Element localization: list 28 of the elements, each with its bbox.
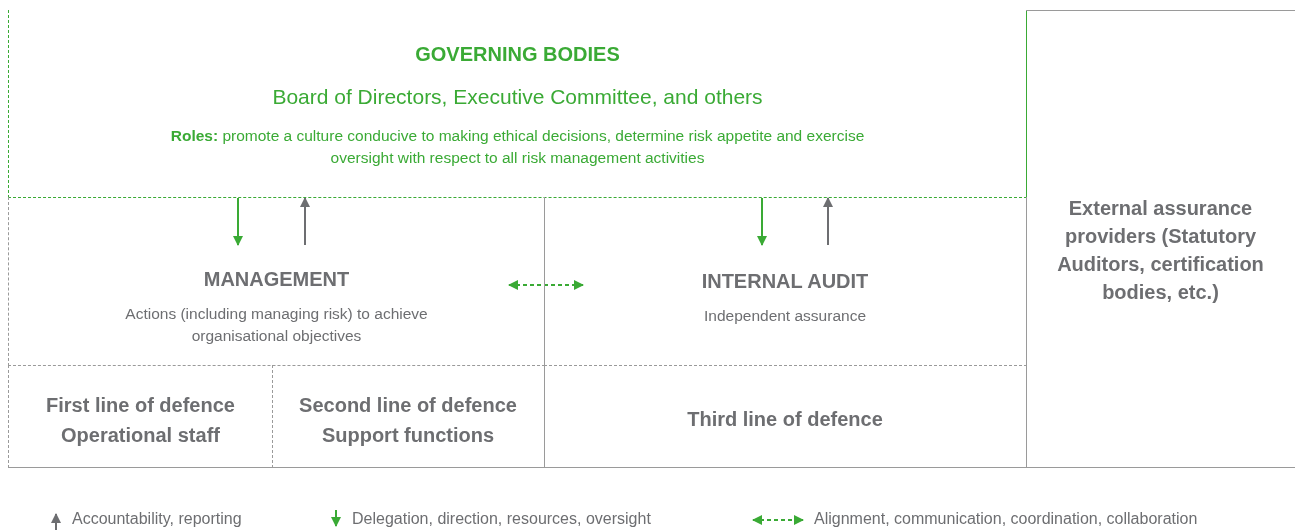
line-heading: First line of defence — [46, 393, 235, 418]
external-assurance-box — [1026, 10, 1295, 468]
arrow — [508, 280, 584, 290]
box-text: External assurance providers (Statutory Auditors, certification bodies, etc.) — [1056, 196, 1265, 305]
section-heading: INTERNAL AUDIT — [701, 269, 869, 294]
line-role: Support functions — [321, 423, 495, 448]
arrow — [233, 197, 243, 246]
section-description: Independent assurance — [704, 306, 866, 326]
legend-text: Accountability, reporting — [72, 510, 242, 528]
section-description: Actions (including managing risk) to achieve organisational objectives — [124, 304, 429, 346]
legend-text: Delegation, direction, resources, oversight — [352, 510, 651, 528]
line-heading: Third line of defence — [687, 407, 883, 432]
management-section — [8, 197, 545, 366]
second-line-box — [272, 365, 545, 468]
arrow — [300, 197, 310, 246]
panel-heading: GOVERNING BODIES — [415, 42, 620, 67]
roles-text: Roles: promote a culture conducive to making ethical decisions, determine risk appetite and exercise oversight with respect to all risk management activities — [169, 126, 866, 169]
line-heading: Second line of defence — [299, 393, 517, 418]
first-line-box — [8, 365, 273, 468]
arrow — [823, 197, 833, 246]
section-heading: MANAGEMENT — [203, 267, 350, 292]
arrow — [757, 197, 767, 246]
panel-subheading: Board of Directors, Executive Committee, and others — [272, 84, 763, 110]
line-role: Operational staff — [61, 423, 220, 448]
internal-audit-section — [544, 197, 1027, 366]
legend-text: Alignment, communication, coordination, collaboration — [814, 510, 1198, 528]
governing-bodies-panel — [8, 10, 1027, 198]
third-line-box — [544, 365, 1027, 468]
